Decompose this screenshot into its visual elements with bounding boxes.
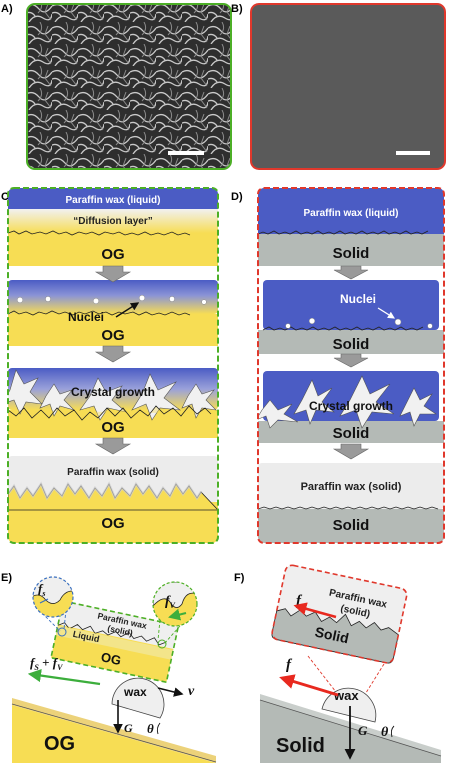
d-step-arrow-2: [333, 353, 369, 368]
e-zoom-right-label: fV: [165, 594, 176, 610]
nuclei-dots: [16, 294, 207, 305]
sem-image-solid: [250, 3, 446, 170]
e-og-label: OG: [44, 733, 75, 755]
d-nuclei-label: Nuclei: [340, 292, 376, 306]
f-force-label: f: [286, 657, 293, 673]
c-step-arrow-1: [94, 265, 132, 283]
d-growth-label: Crystal growth: [309, 399, 393, 413]
c-solid-label: Paraffin wax (solid): [67, 467, 159, 478]
e-zoom-target-right: [157, 639, 167, 649]
e-zoom-left-label: fs: [38, 581, 45, 598]
panel-e-slope: [11, 698, 217, 763]
f-zoom-force-arrow: [293, 602, 337, 619]
f-zoom-solid: Solid: [314, 624, 351, 647]
c-og-label-2: OG: [101, 327, 124, 344]
f-angle-arc: [390, 725, 395, 738]
d-step-arrow-3: [332, 443, 370, 460]
d-nuclei-pointer: [377, 307, 396, 319]
e-angle-label: θ: [147, 721, 154, 736]
d-solid-label-2: Solid: [333, 336, 370, 353]
c-growth-label: Crystal growth: [71, 385, 155, 399]
panel-label-d: D): [231, 191, 243, 203]
e-zoom-circle-right: fV: [152, 581, 198, 627]
f-angle-label: θ: [381, 725, 389, 740]
panel-c-border: [7, 187, 219, 544]
e-box-og: OG: [100, 649, 123, 668]
e-wax-droplet: [111, 677, 165, 719]
panel-label-c: C): [1, 191, 13, 203]
scale-bar-a: [168, 151, 204, 155]
d-solid-label-3: Solid: [333, 425, 370, 442]
c-liquid-label: Paraffin wax (liquid): [65, 195, 160, 206]
e-tilted-box: Paraffin wax (solid) Liquid OG: [50, 600, 180, 684]
f-zoom-box: Paraffin wax (solid) Solid: [271, 564, 408, 664]
f-wax-droplet: [321, 687, 377, 723]
f-friction-arrow: [279, 674, 339, 697]
c-step-arrow-2: [94, 345, 132, 363]
c-nuclei-label: Nuclei: [68, 310, 104, 324]
e-angle-arc: [156, 722, 161, 735]
c-step-arrow-3: [94, 437, 132, 455]
f-drop-label: wax: [333, 688, 359, 703]
sem-image-og: [26, 3, 232, 170]
d-solid-label-4: Solid: [333, 517, 370, 534]
e-velocity-label: v: [188, 684, 195, 699]
c-nuclei-pointer: [115, 302, 140, 318]
panel-label-a: A): [1, 3, 13, 15]
e-zoom-circle-left: fs: [32, 576, 74, 618]
crystal-stars-c: [8, 369, 217, 421]
d-step-arrow-1: [333, 265, 369, 280]
crystal-stars-d: [258, 375, 437, 429]
e-zoom-right-arrow: [168, 608, 187, 621]
e-gravity-label: G: [124, 721, 133, 735]
diffusion-layer: [8, 209, 218, 233]
panel-label-e: E): [1, 572, 12, 584]
e-velocity-arrow: [157, 687, 184, 697]
og-layer: [8, 233, 218, 266]
e-force-label: fS + fV: [30, 655, 63, 672]
panel-label-f: F): [234, 572, 245, 584]
e-friction-arrow: [27, 669, 101, 686]
panel-d-border: [257, 187, 445, 544]
d-solid-label-1: Solid: [333, 245, 370, 262]
c-og-label-1: OG: [101, 246, 124, 263]
d-liquid-label: Paraffin wax (liquid): [303, 208, 398, 219]
f-gravity-label: G: [358, 723, 368, 738]
e-zoom-target-left: [57, 627, 67, 637]
c-og-label-3: OG: [101, 419, 124, 436]
c-diffusion-label: “Diffusion layer”: [73, 216, 152, 227]
d-wax-solid-label: Paraffin wax (solid): [301, 481, 402, 493]
panel-d-schematic: [258, 188, 444, 543]
e-zoom-left-arrow: [39, 598, 49, 604]
panel-c-schematic: [8, 188, 218, 543]
d-nuclei-dots: [285, 317, 433, 329]
panel-label-b: B): [231, 3, 243, 15]
scale-bar-b: [396, 151, 430, 155]
c-og-label-4: OG: [101, 515, 124, 532]
f-solid-label: Solid: [276, 735, 325, 757]
e-drop-label: wax: [123, 685, 147, 699]
liquid-wax-layer: [8, 188, 218, 209]
e-zoom-connectors-green: [157, 619, 181, 645]
